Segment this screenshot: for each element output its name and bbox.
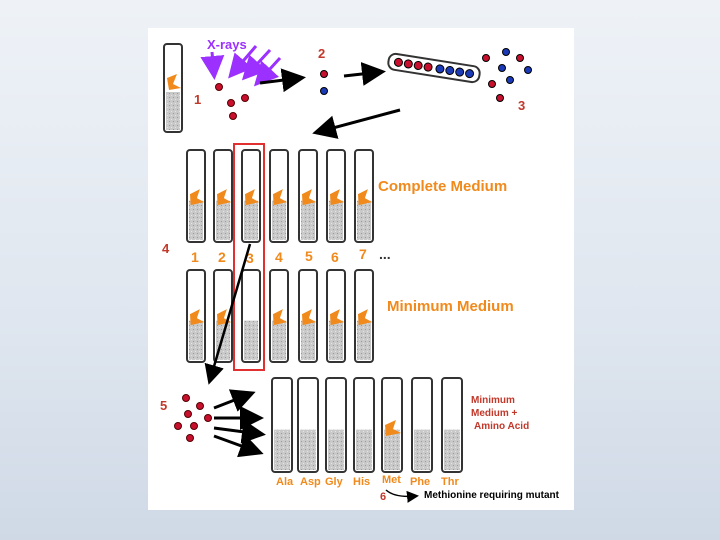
culture-tube bbox=[299, 150, 317, 242]
xrays-label: X-rays bbox=[207, 37, 247, 52]
amino-acid-label: Ala bbox=[276, 476, 294, 488]
step-3-label: 3 bbox=[518, 98, 525, 113]
irradiated-spores bbox=[216, 84, 249, 120]
step-2-label: 2 bbox=[318, 46, 325, 61]
amino-acid-label: Thr bbox=[441, 476, 459, 488]
arrow-to-tube-row bbox=[318, 110, 400, 132]
min-aa-line-3: Amino Acid bbox=[474, 421, 529, 432]
culture-tube bbox=[242, 270, 260, 362]
step-6-label: 6 bbox=[380, 491, 386, 503]
culture-tube bbox=[299, 270, 317, 362]
step-2-spores bbox=[321, 71, 328, 95]
arrow-to-ascus bbox=[344, 72, 380, 76]
amino-acid-label: Asp bbox=[300, 476, 321, 488]
tube-number: 4 bbox=[275, 249, 283, 265]
culture-tube bbox=[242, 150, 260, 242]
complete-medium-label: Complete Medium bbox=[378, 178, 507, 195]
tube-number: 5 bbox=[305, 248, 313, 264]
culture-tube bbox=[298, 378, 318, 472]
amino-acid-label: Met bbox=[382, 474, 401, 486]
complete-medium-tubes bbox=[187, 150, 373, 242]
culture-tube bbox=[382, 378, 402, 472]
released-spores bbox=[483, 49, 532, 102]
culture-tube bbox=[187, 150, 205, 242]
culture-tube bbox=[442, 378, 462, 472]
culture-tube bbox=[214, 150, 232, 242]
tube-number-ellipsis: ... bbox=[379, 246, 391, 262]
mutant-pointer-arrow bbox=[386, 490, 416, 496]
amino-acid-supplemented-tubes bbox=[272, 378, 462, 472]
tube-number: 7 bbox=[359, 246, 367, 262]
tube-number: 2 bbox=[218, 249, 226, 265]
tube-number: 6 bbox=[331, 249, 339, 265]
min-aa-line-1: Minimum bbox=[471, 395, 515, 406]
ascus bbox=[387, 53, 480, 83]
tube-number: 1 bbox=[191, 249, 199, 265]
min-aa-line-2: Medium + bbox=[471, 408, 518, 419]
amino-acid-labels: Ala Asp Gly His Met Phe Thr bbox=[276, 474, 459, 488]
culture-tube bbox=[412, 378, 432, 472]
arrows-to-amino-acid-tubes bbox=[214, 394, 260, 452]
culture-tube bbox=[354, 378, 374, 472]
minimum-medium-tubes bbox=[187, 270, 373, 362]
irradiated-culture-tube bbox=[164, 44, 182, 132]
amino-acid-label: His bbox=[353, 476, 370, 488]
culture-tube bbox=[326, 378, 346, 472]
amino-acid-label: Phe bbox=[410, 476, 430, 488]
step-4-label: 4 bbox=[162, 241, 170, 256]
culture-tube bbox=[270, 150, 288, 242]
arrow-to-step-2 bbox=[260, 78, 300, 83]
culture-tube bbox=[270, 270, 288, 362]
step-5-label: 5 bbox=[160, 398, 167, 413]
step-1-label: 1 bbox=[194, 92, 201, 107]
methionine-mutant-label: Methionine requiring mutant bbox=[424, 490, 560, 501]
culture-tube bbox=[355, 270, 373, 362]
culture-tube bbox=[327, 270, 345, 362]
minimum-medium-label: Minimum Medium bbox=[387, 298, 514, 315]
culture-tube bbox=[355, 150, 373, 242]
tube-numbers: 1 2 3 4 5 6 7 ... bbox=[191, 246, 391, 266]
step-5-spores bbox=[175, 395, 212, 442]
amino-acid-label: Gly bbox=[325, 476, 344, 488]
culture-tube bbox=[272, 378, 292, 472]
culture-tube bbox=[187, 270, 205, 362]
culture-tube bbox=[327, 150, 345, 242]
